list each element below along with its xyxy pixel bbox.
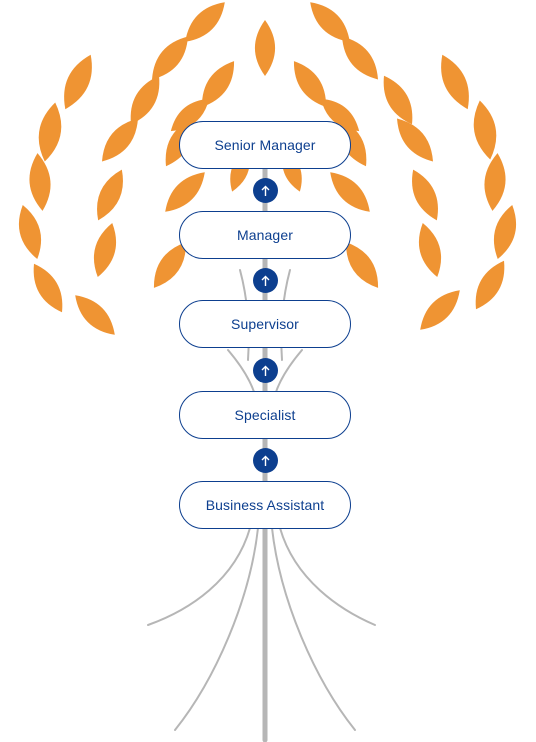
leaf bbox=[97, 169, 123, 221]
level-specialist[interactable]: Specialist bbox=[179, 391, 351, 439]
leaf bbox=[153, 242, 187, 288]
level-business-assistant[interactable]: Business Assistant bbox=[179, 481, 351, 529]
leaf bbox=[29, 153, 51, 211]
arrow-up-icon bbox=[253, 358, 278, 383]
leaf bbox=[383, 75, 413, 125]
leaf bbox=[93, 222, 117, 278]
leaf bbox=[330, 172, 370, 212]
leaf bbox=[320, 98, 360, 132]
leaf bbox=[342, 36, 378, 80]
leaf bbox=[420, 290, 460, 330]
leaf bbox=[75, 295, 115, 335]
level-label: Specialist bbox=[234, 407, 296, 423]
leaf bbox=[345, 242, 379, 288]
arrow-up-icon bbox=[253, 178, 278, 203]
arrow-up-icon bbox=[253, 268, 278, 293]
leaf bbox=[152, 36, 188, 80]
leaf bbox=[475, 260, 505, 310]
leaf bbox=[418, 222, 442, 278]
leaf bbox=[397, 118, 433, 162]
level-supervisor[interactable]: Supervisor bbox=[179, 300, 351, 348]
level-label: Business Assistant bbox=[205, 497, 325, 513]
leaf bbox=[493, 204, 517, 260]
leaf bbox=[102, 118, 138, 162]
level-senior-manager[interactable]: Senior Manager bbox=[179, 121, 351, 169]
leaf bbox=[484, 153, 506, 211]
leaf bbox=[254, 20, 276, 76]
level-label: Supervisor bbox=[231, 316, 299, 332]
leaf bbox=[310, 2, 350, 42]
leaf bbox=[165, 172, 205, 212]
leaf bbox=[201, 61, 235, 107]
leaf bbox=[38, 102, 62, 162]
leaf bbox=[412, 169, 438, 221]
leaf bbox=[293, 61, 327, 107]
leaf bbox=[441, 54, 469, 110]
leaf bbox=[170, 98, 210, 132]
level-manager[interactable]: Manager bbox=[179, 211, 351, 259]
leaf bbox=[130, 75, 160, 125]
leaf bbox=[18, 204, 42, 260]
leaf bbox=[33, 263, 63, 313]
level-label: Manager bbox=[237, 227, 293, 243]
leaf bbox=[473, 100, 497, 160]
leaf bbox=[185, 2, 225, 42]
arrow-up-icon bbox=[253, 448, 278, 473]
leaf bbox=[64, 54, 92, 110]
level-label: Senior Manager bbox=[214, 137, 316, 153]
